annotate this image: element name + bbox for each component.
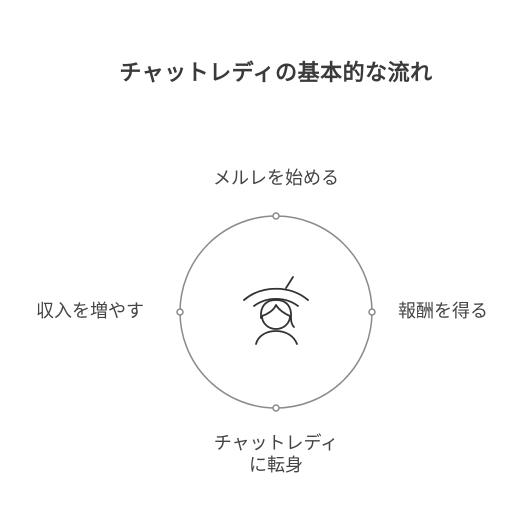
diagram-title: チャットレディの基本的な流れ	[119, 61, 433, 86]
step-label-switch-line1: チャットレディ	[213, 433, 339, 454]
step-label-earn: 報酬を得る	[398, 301, 488, 322]
hair-outline	[260, 299, 295, 328]
node-bottom	[272, 404, 280, 412]
node-right	[368, 308, 376, 316]
node-top	[272, 212, 280, 220]
signal-needle	[285, 276, 294, 289]
step-label-switch-line2: に転身	[249, 455, 303, 476]
signal-arc-outer	[243, 287, 309, 301]
cycle-ring	[179, 215, 373, 409]
step-label-increase: 収入を増やす	[36, 301, 144, 322]
shoulders	[255, 330, 298, 345]
woman-with-signal-icon	[243, 276, 309, 345]
node-left	[176, 308, 184, 316]
hair-fringe	[261, 304, 291, 317]
signal-arc-inner	[253, 297, 299, 307]
face-outline	[261, 315, 291, 330]
step-label-switch: チャットレディ に転身	[176, 433, 376, 477]
step-label-start: メルレを始める	[213, 168, 339, 189]
